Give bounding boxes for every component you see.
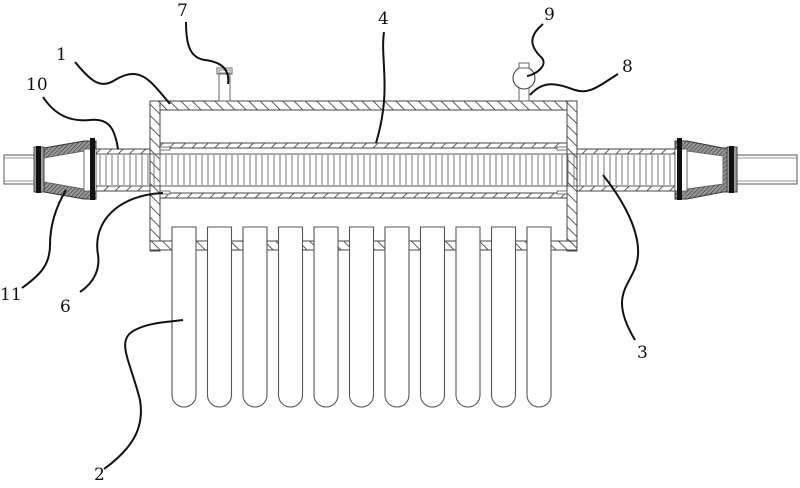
- right-flange-ring-outer: [729, 146, 734, 193]
- inner-sleeve-top: [159, 142, 568, 149]
- vacuum-tube: [277, 226, 304, 408]
- vacuum-tube: [384, 226, 410, 408]
- pressure-gauge: [512, 66, 536, 90]
- vacuum-tube: [455, 226, 481, 408]
- left-reducer-coupling: [3, 138, 97, 200]
- label-9: 9: [544, 5, 555, 25]
- leader-lines: [21, 21, 640, 470]
- label-3: 3: [637, 343, 648, 363]
- left-flange-ring-outer: [36, 146, 41, 193]
- left-outlet-pipe: [3, 154, 39, 185]
- sleeve-support-tab-top-right: [556, 146, 568, 151]
- pipe-wall-right-bottom: [576, 185, 676, 192]
- vacuum-tube: [242, 226, 268, 408]
- sleeve-support-tab-bottom-right: [556, 190, 568, 195]
- right-flange-ring-inner: [677, 138, 682, 200]
- label-11: 11: [0, 285, 22, 305]
- gauge-cap: [518, 62, 530, 69]
- vacuum-tube: [206, 226, 233, 408]
- right-reducer-coupling: [674, 138, 798, 200]
- housing-right-wall: [566, 100, 578, 252]
- vacuum-tube: [490, 226, 517, 408]
- leader-1: [74, 61, 171, 105]
- left-flange-ring-inner: [90, 138, 95, 200]
- label-8: 8: [622, 57, 633, 77]
- part-labels: 1 2 3 4 6 7 8 9 10 11: [0, 1, 648, 485]
- housing-top-wall: [149, 100, 578, 111]
- central-pipe: [83, 148, 676, 192]
- vacuum-tube: [526, 226, 552, 408]
- vacuum-tube-row: [171, 226, 552, 408]
- vacuum-tube: [313, 226, 339, 408]
- label-10: 10: [26, 75, 48, 95]
- inner-sleeve: [159, 142, 568, 199]
- pipe-wall-right-top: [576, 148, 676, 155]
- leader-10: [42, 96, 119, 150]
- valve-stem: [518, 87, 530, 102]
- sleeve-support-tab-top-left: [159, 146, 171, 151]
- pipe-fins: [99, 155, 671, 185]
- label-7: 7: [177, 1, 188, 21]
- vacuum-tube: [419, 226, 446, 408]
- leader-2: [103, 319, 184, 470]
- leader-7: [185, 21, 230, 85]
- pressure-gauge-assembly: [512, 62, 536, 102]
- leader-11: [21, 189, 67, 289]
- leader-8: [529, 73, 619, 96]
- leader-4: [375, 31, 386, 144]
- vacuum-tube: [348, 226, 375, 408]
- vacuum-tube: [171, 226, 197, 408]
- label-6: 6: [60, 297, 71, 317]
- leader-6: [79, 192, 164, 293]
- housing-left-wall: [149, 100, 161, 252]
- label-2: 2: [94, 465, 105, 485]
- label-1: 1: [56, 45, 67, 65]
- label-4: 4: [378, 9, 389, 29]
- right-outlet-pipe: [736, 154, 798, 185]
- leader-9: [526, 23, 545, 77]
- inner-sleeve-bottom: [159, 192, 568, 199]
- leader-3: [602, 174, 640, 341]
- top-inlet-fitting: [216, 67, 233, 102]
